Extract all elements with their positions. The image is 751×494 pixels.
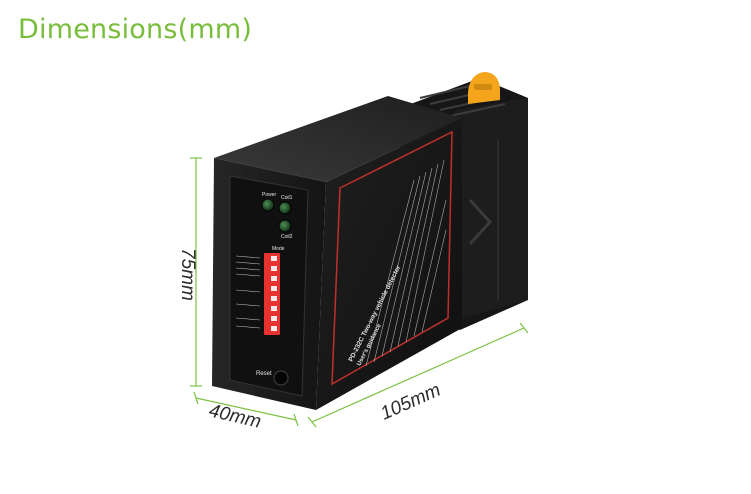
depth-dimension-label: 40mm — [207, 400, 263, 432]
reset-button[interactable] — [273, 370, 289, 386]
mode-label: Mode — [272, 246, 285, 252]
device-side-face — [316, 118, 462, 410]
coil2-led-label: Coil2 — [281, 234, 293, 240]
dip-switch-block[interactable] — [264, 253, 280, 335]
reset-label: Reset — [256, 371, 272, 377]
coil1-led-icon — [278, 201, 292, 215]
yellow-clip-icon — [468, 72, 500, 104]
device-top-face — [214, 96, 462, 182]
dip-legend-lines — [235, 255, 261, 329]
page-title: Dimensions(mm) — [18, 14, 253, 45]
coil2-led-icon — [278, 219, 292, 233]
power-led-icon — [261, 198, 275, 212]
length-dimension-label: 105mm — [377, 380, 443, 425]
coil1-led-label: Coil1 — [281, 195, 293, 201]
power-led-label: Power — [262, 192, 277, 198]
height-dimension-label: 75mm — [177, 248, 198, 301]
dimension-lines — [190, 157, 529, 428]
